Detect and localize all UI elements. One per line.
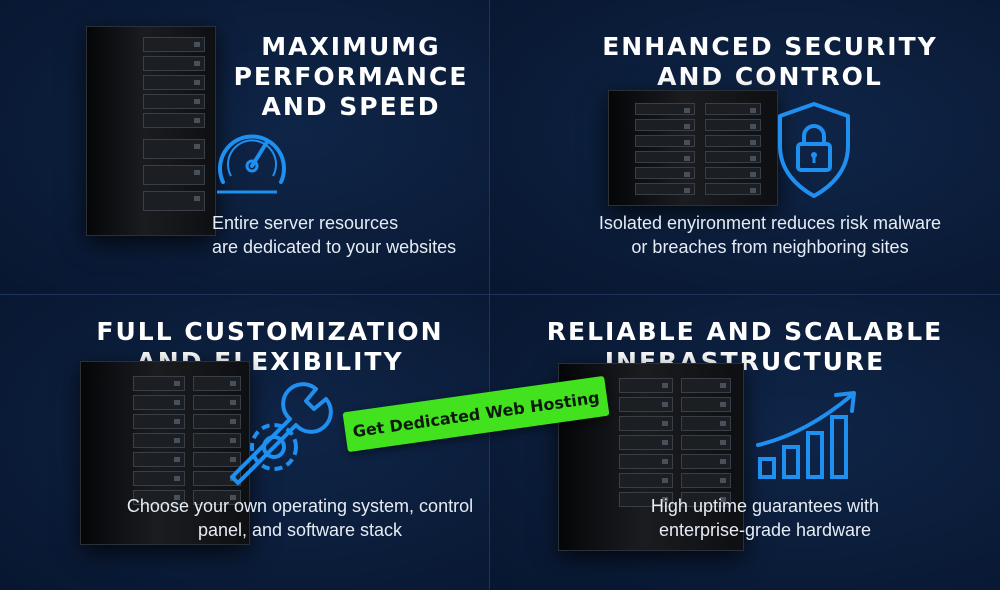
wrench-gear-icon	[224, 381, 334, 487]
feature-description: High uptime guarantees with enterprise-g…	[650, 496, 880, 540]
growth-chart-icon	[754, 387, 864, 483]
server-rack-image	[608, 90, 778, 206]
shield-lock-icon	[774, 100, 854, 200]
feature-card-reliability: RELIABLE AND SCALABLE INFRASTRUCTURE	[490, 295, 1000, 590]
feature-title: MAXIMUMG PERFORMANCE AND SPEED	[233, 32, 469, 121]
feature-description: Choose your own operating system, contro…	[126, 496, 474, 540]
feature-description: Entire server resources are dedicated to…	[212, 213, 457, 257]
server-rack-image	[80, 361, 250, 545]
server-rack-image	[558, 363, 744, 551]
feature-description: Isolated enyironment reduces risk malwar…	[598, 213, 942, 257]
feature-card-performance: MAXIMUMG PERFORMANCE AND SPEED Entire se…	[0, 0, 490, 295]
feature-title: ENHANCED SECURITY AND CONTROL	[602, 32, 938, 91]
speedometer-icon	[215, 120, 289, 200]
server-rack-image	[86, 26, 216, 236]
feature-card-security: ENHANCED SECURITY AND CONTROL Iso	[490, 0, 1000, 295]
